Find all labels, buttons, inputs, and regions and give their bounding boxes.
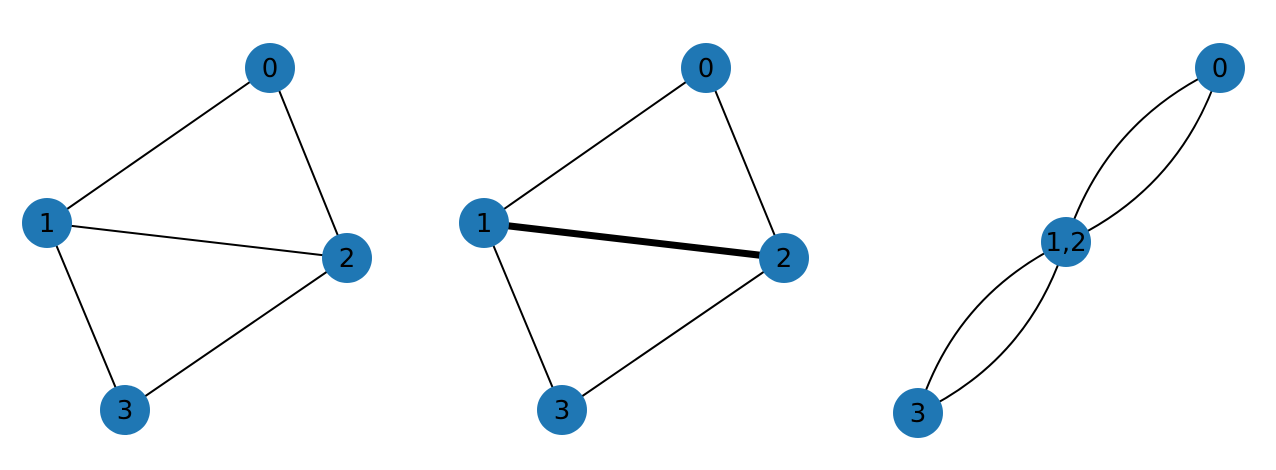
edge-n12-n3	[917, 241, 1067, 414]
node-n0: 0	[245, 43, 295, 93]
node-n0: 0	[1195, 43, 1245, 93]
edge-n1-n3	[483, 222, 563, 411]
node-n2: 2	[322, 233, 372, 283]
edge-n1-n3	[46, 222, 126, 411]
edge-n2-n3	[124, 257, 348, 411]
node-circle	[22, 198, 72, 248]
edge-n0-n12	[1065, 67, 1221, 243]
node-n1: 1	[459, 198, 509, 248]
edge-n0-n12	[1065, 67, 1221, 243]
node-n3: 3	[100, 385, 150, 435]
node-label: 0	[1212, 54, 1229, 84]
edge-n1-n2-highlighted	[480, 219, 788, 262]
panel-selected-edge-graph: 0 1 2 3	[459, 43, 809, 435]
node-n0: 0	[681, 43, 731, 93]
node-label: 2	[339, 244, 356, 274]
node-label: 3	[554, 396, 571, 426]
node-label: 2	[776, 244, 793, 274]
node-label: 1,2	[1045, 228, 1086, 258]
node-circle	[100, 385, 150, 435]
node-n12: 1,2	[1041, 217, 1091, 267]
node-label: 1	[39, 209, 56, 239]
node-label: 0	[698, 54, 715, 84]
edge-n0-n2	[269, 67, 348, 259]
edge-n1-n2	[46, 222, 348, 259]
node-n1: 1	[22, 198, 72, 248]
edge-n0-n1	[46, 67, 271, 224]
node-circle	[893, 388, 943, 438]
node-n3: 3	[537, 385, 587, 435]
edge-n12-n3	[917, 241, 1067, 414]
node-circle	[681, 43, 731, 93]
node-circle	[459, 198, 509, 248]
node-label: 0	[262, 54, 279, 84]
node-circle	[537, 385, 587, 435]
node-circle	[245, 43, 295, 93]
node-circle	[1195, 43, 1245, 93]
edge-n2-n3	[561, 257, 785, 411]
node-label: 3	[910, 399, 927, 429]
panel-contracted-graph: 01,23	[893, 43, 1245, 438]
node-circle	[759, 233, 809, 283]
node-label: 3	[117, 396, 134, 426]
node-circle	[1041, 217, 1091, 267]
node-n3: 3	[893, 388, 943, 438]
edge-n0-n1	[483, 67, 707, 224]
edge-n0-n2	[705, 67, 785, 259]
node-label: 1	[476, 209, 493, 239]
panel-original-graph: 0 1 2 3	[22, 43, 372, 435]
node-n2: 2	[759, 233, 809, 283]
node-circle	[322, 233, 372, 283]
